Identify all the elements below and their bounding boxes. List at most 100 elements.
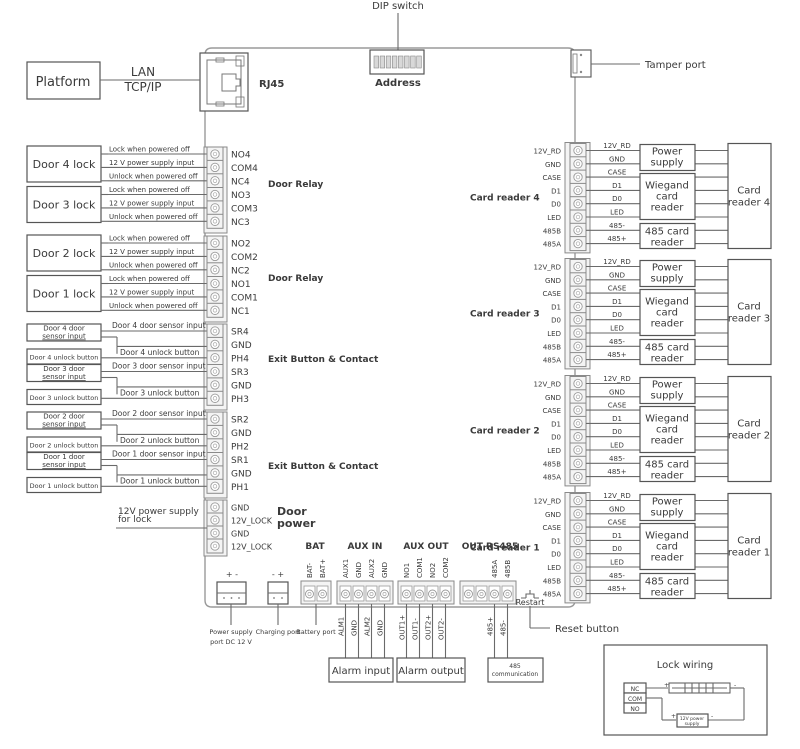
exit-terminal-sr4[interactable] [206,323,224,339]
screw-terminal[interactable] [378,585,391,602]
reader-terminal-485b[interactable] [569,222,587,238]
dip-switch-toggle[interactable] [385,55,392,69]
reader-terminal-485b[interactable] [569,338,587,354]
reader-terminal-gnd[interactable] [569,272,587,288]
reader-terminal-case[interactable] [569,519,587,535]
reader-terminal-led[interactable] [569,325,587,341]
relay-terminal-no3[interactable] [206,187,224,202]
reader-terminal-485b[interactable] [569,572,587,588]
screw-terminal[interactable] [439,585,452,602]
exit-terminal-gnd[interactable] [206,465,224,481]
reader-terminal-d0[interactable] [569,546,587,562]
restart-button[interactable] [521,590,539,599]
relay-terminal-no2[interactable] [206,235,224,251]
relay-terminal-com3[interactable] [206,200,224,216]
reader-terminal-led[interactable] [569,559,587,575]
screw-head [212,178,218,183]
screw-terminal[interactable] [426,585,439,602]
power-supply-box [639,143,696,172]
relay-terminal-no1[interactable] [206,276,224,291]
screw-terminal[interactable] [501,585,514,602]
screw-terminal[interactable] [475,585,488,602]
door-power-terminal[interactable] [206,499,224,515]
reader-terminal-d0[interactable] [569,196,587,212]
dip-switch-toggle[interactable] [410,55,416,69]
reader-terminal-485a[interactable] [569,352,587,368]
charging-port[interactable] [267,581,289,605]
reader-terminal-d1[interactable] [569,415,587,431]
exit-terminal-sr2[interactable] [206,411,224,427]
screw-terminal[interactable] [303,585,316,602]
reader-pin-label: LED [547,564,561,572]
reader-terminal-gnd[interactable] [569,156,587,172]
exit-terminal-ph1[interactable] [206,478,224,494]
exit-terminal-ph2[interactable] [206,438,224,454]
reader-wire-label: LED [610,442,624,450]
reader-terminal-d0[interactable] [569,429,587,445]
relay-terminal-no4[interactable] [206,146,224,162]
reader-terminal-485a[interactable] [569,469,587,485]
reader-terminal-gnd[interactable] [569,506,587,522]
reader-terminal-d1[interactable] [569,298,587,314]
reader-terminal-12v_rd[interactable] [569,259,587,274]
power-supply-port[interactable] [216,581,247,605]
unlock-button-box-label: Door 4 unlock button [30,354,99,362]
reader-terminal-case[interactable] [569,402,587,418]
dip-switch-toggle[interactable] [416,55,422,69]
reader-wire-label: CASE [608,402,627,410]
relay-terminal-nc2[interactable] [206,262,224,278]
reader-terminal-485a[interactable] [569,236,587,252]
exit-terminal-ph4[interactable] [206,350,224,366]
alarm-input-box [328,657,394,683]
rj45-port[interactable] [199,52,249,112]
relay-terminal-nc4[interactable] [206,173,224,189]
relay-terminal-com1[interactable] [206,289,224,305]
relay-terminal-com4[interactable] [206,159,224,175]
door-power-terminal[interactable] [206,538,224,554]
reader-terminal-485b[interactable] [569,455,587,471]
dip-switch[interactable] [369,49,425,75]
reader-terminal-led[interactable] [569,209,587,225]
reader-terminal-case[interactable] [569,285,587,301]
reader-terminal-12v_rd[interactable] [569,493,587,508]
reader-terminal-gnd[interactable] [569,389,587,405]
tamper-port[interactable] [570,49,592,78]
dip-switch-toggle[interactable] [379,55,386,69]
reader-terminal-485a[interactable] [569,586,587,602]
screw-terminal[interactable] [316,585,329,602]
screw-terminal[interactable] [488,585,501,602]
screw-terminal[interactable] [462,585,475,602]
reader-terminal-case[interactable] [569,169,587,185]
screw-terminal[interactable] [400,585,413,602]
door-power-terminal[interactable] [206,512,224,528]
reader-terminal-led[interactable] [569,442,587,458]
screw-terminal[interactable] [339,585,352,602]
dip-switch-toggle[interactable] [391,55,398,69]
exit-terminal-gnd[interactable] [206,424,224,440]
screw-icon [573,418,583,429]
screw-head [575,161,581,166]
reader-terminal-d0[interactable] [569,312,587,328]
dip-switch-toggle[interactable] [404,55,410,69]
screw-terminal[interactable] [365,585,378,602]
exit-terminal-ph3[interactable] [206,390,224,406]
relay-terminal-nc3[interactable] [206,213,224,229]
relay-terminal-nc1[interactable] [206,302,224,318]
reader-wire-label: 485+ [607,235,626,243]
exit-terminal-gnd[interactable] [206,336,224,352]
dip-switch-toggle[interactable] [398,55,404,69]
reader-terminal-d1[interactable] [569,182,587,198]
screw-terminal[interactable] [413,585,426,602]
relay-terminal-com2[interactable] [206,248,224,264]
reader-terminal-12v_rd[interactable] [569,143,587,158]
reader-terminal-d1[interactable] [569,532,587,548]
exit-terminal-gnd[interactable] [206,377,224,393]
door-power-terminal[interactable] [206,525,224,541]
screw-terminal[interactable] [352,585,365,602]
reader-terminal-12v_rd[interactable] [569,376,587,391]
pin-label: GND [231,341,252,351]
door-lock-label: Door 2 lock [33,247,96,260]
dip-switch-toggle[interactable] [373,55,379,69]
exit-terminal-sr1[interactable] [206,452,224,467]
exit-terminal-sr3[interactable] [206,364,224,379]
